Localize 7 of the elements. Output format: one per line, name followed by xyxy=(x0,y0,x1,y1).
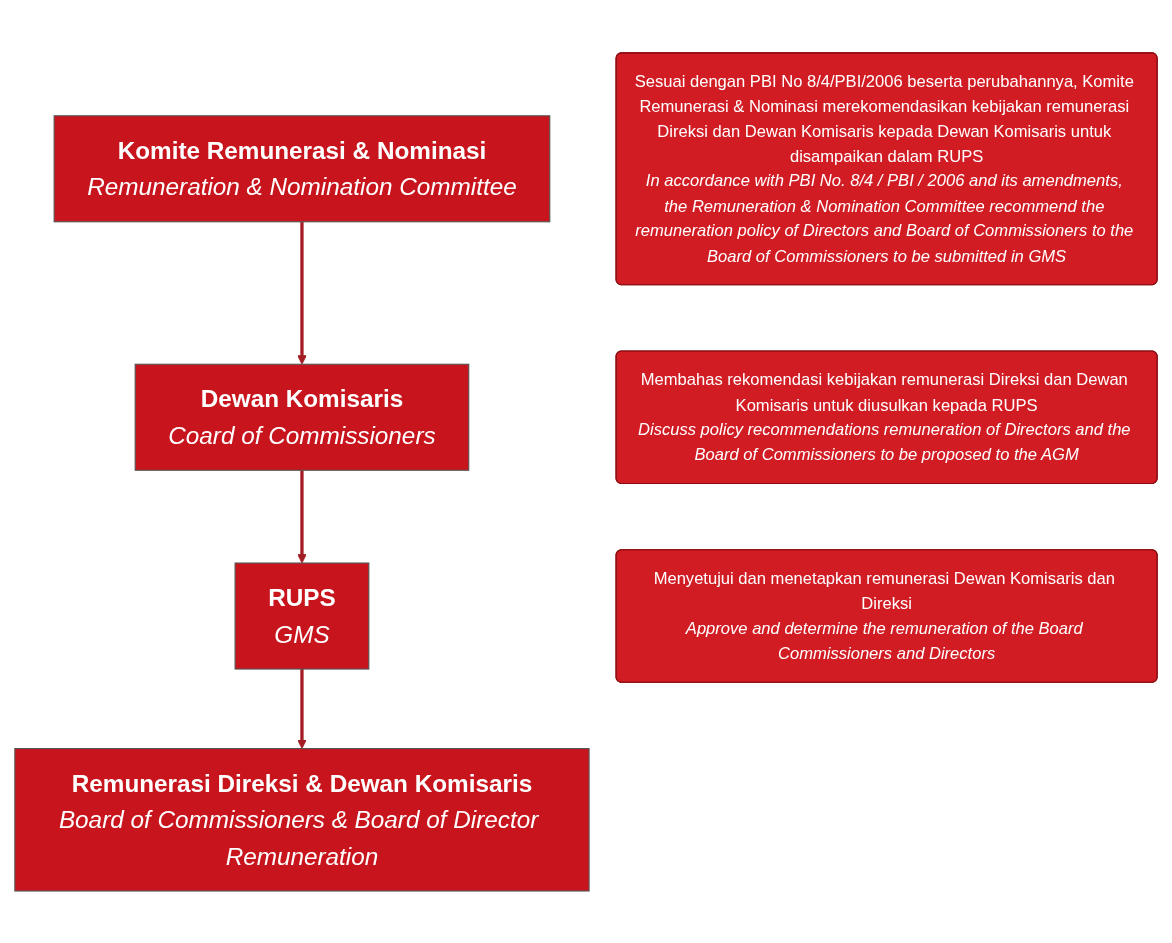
node-box: Komite Remunerasi & Nominasi Remuneration & Nomination Committee xyxy=(53,114,551,222)
arrow xyxy=(297,469,307,564)
node-box: Dewan Komisaris Coard of Commissioners xyxy=(134,363,470,471)
node-box: Remunerasi Direksi & Dewan Komisaris Board of Commissioners & Board of Director Remuneration xyxy=(14,747,590,892)
node-box: RUPS GMS xyxy=(234,562,370,670)
arrow xyxy=(297,668,307,749)
arrow xyxy=(297,221,307,365)
